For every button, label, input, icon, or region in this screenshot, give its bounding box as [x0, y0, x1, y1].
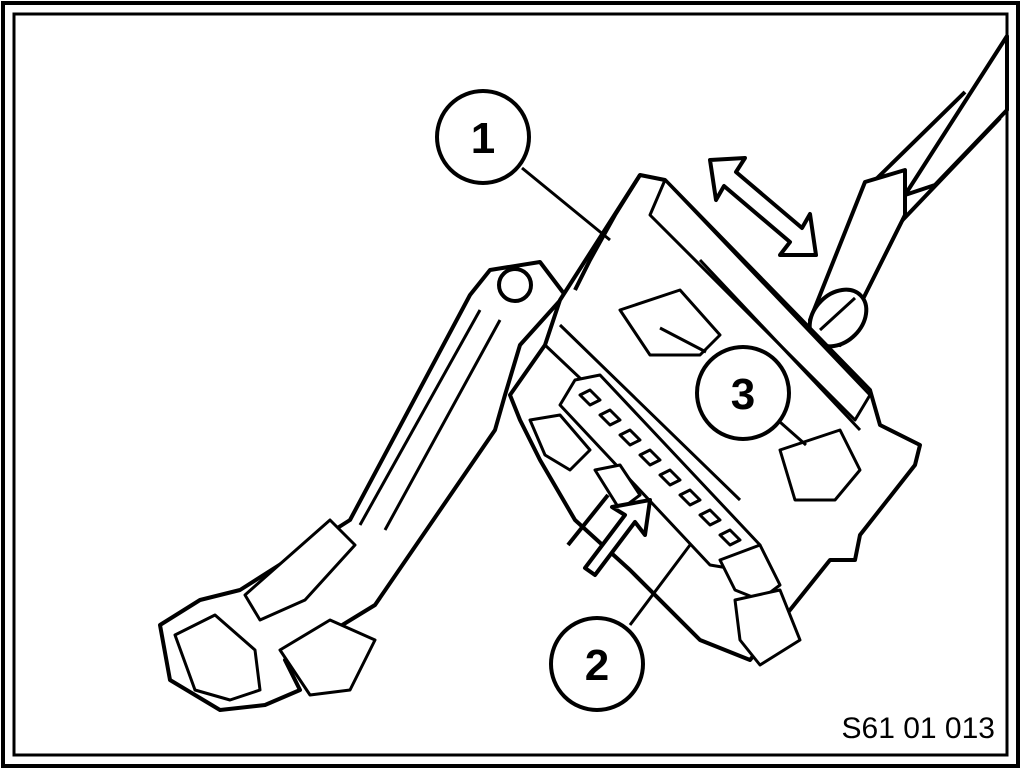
- bracket-arm: [158, 260, 567, 712]
- callout-1: 1: [435, 89, 531, 185]
- pin-contact-strip: [528, 373, 802, 667]
- callout-3: 3: [695, 345, 791, 441]
- callout-3-number: 3: [731, 370, 755, 419]
- callout-2: 2: [549, 616, 645, 712]
- callout-1-number: 1: [471, 114, 495, 163]
- screwdriver-tool: [807, 34, 1009, 349]
- callout-3-circle: [695, 345, 791, 441]
- callout-2-circle: [549, 616, 645, 712]
- callout-1-circle: [435, 89, 531, 185]
- callout-2-number: 2: [585, 641, 609, 690]
- figure-code: S61 01 013: [842, 712, 995, 745]
- insertion-arrow-icon: [566, 493, 652, 577]
- double-arrow-icon: [708, 156, 818, 257]
